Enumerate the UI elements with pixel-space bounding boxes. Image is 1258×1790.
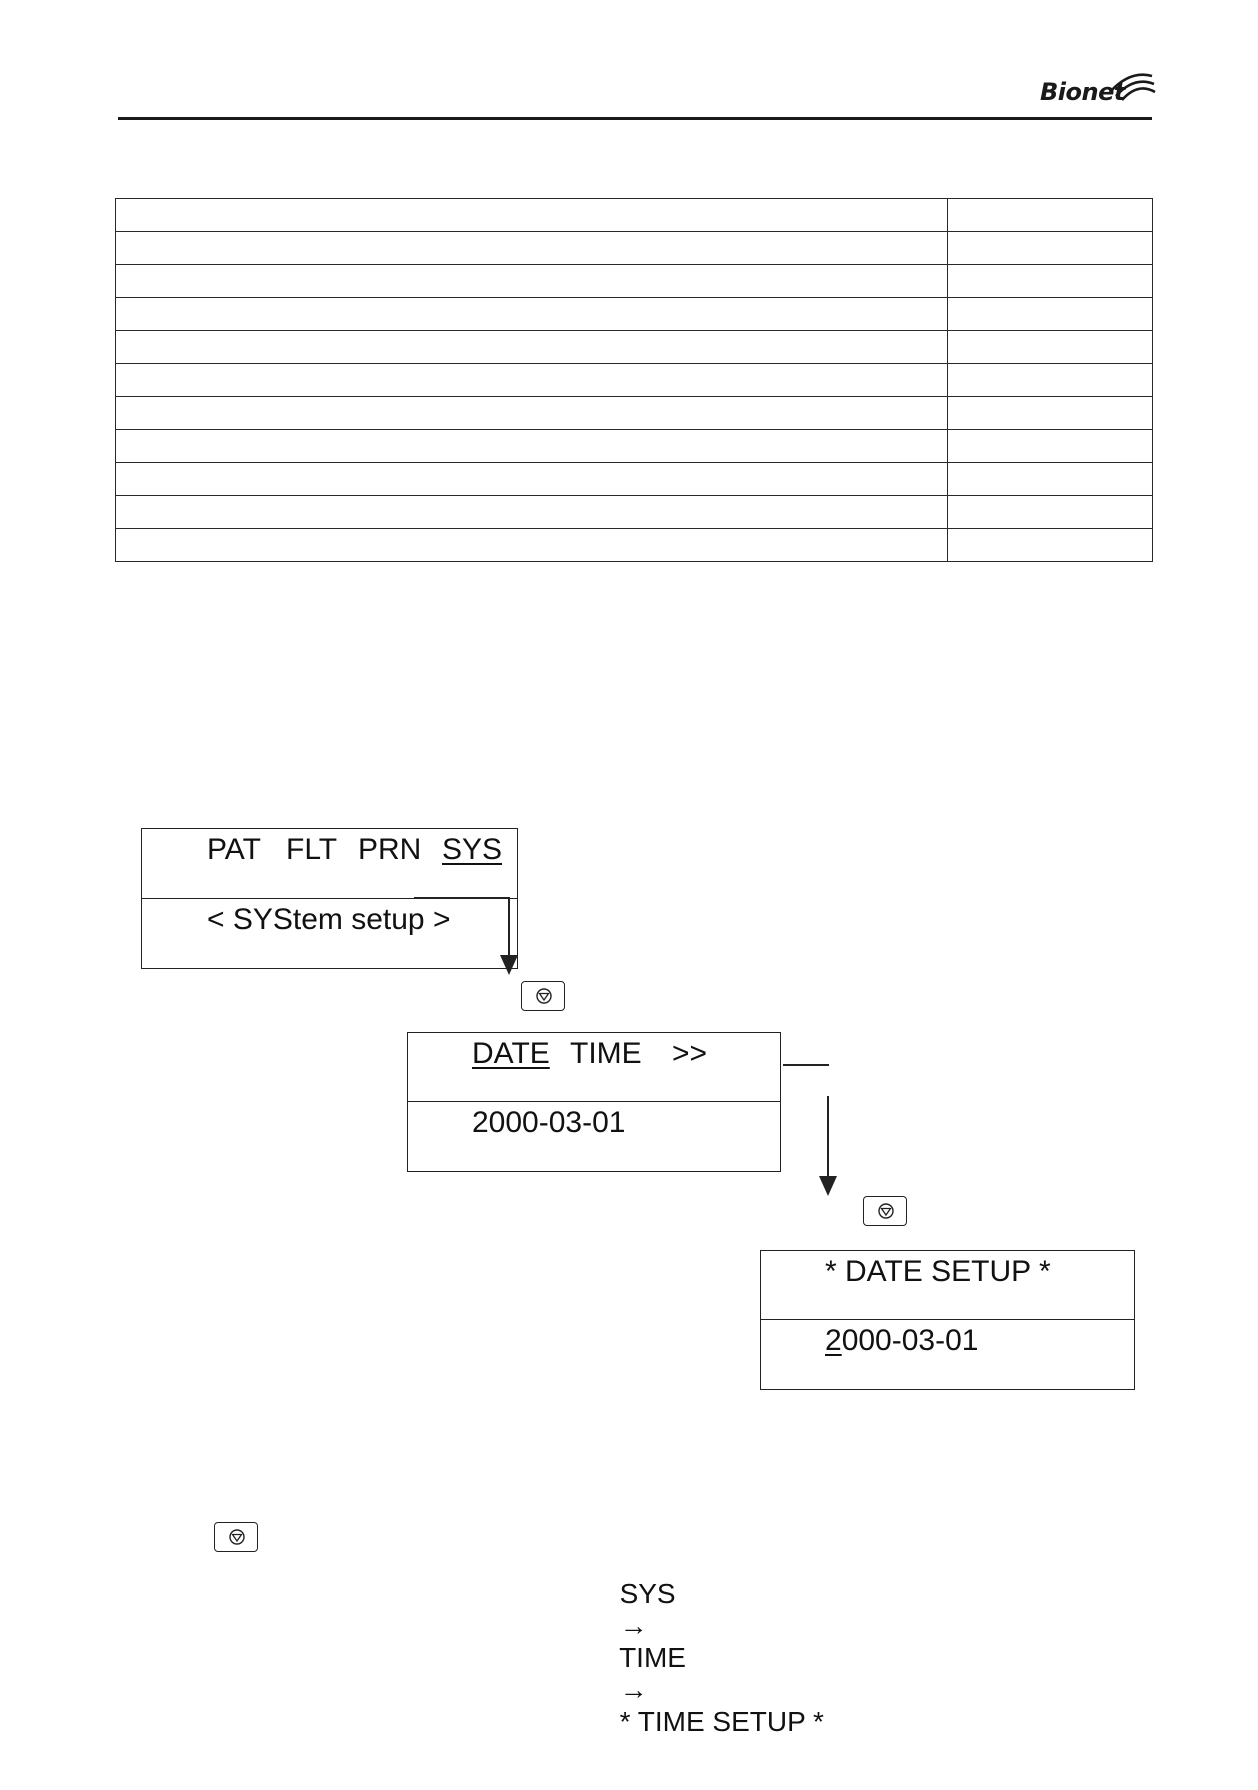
connector-line: [414, 897, 510, 899]
nav-step-sys: SYS: [619, 1578, 676, 1609]
table-cell: [947, 462, 1153, 496]
nav-arrow: →: [619, 1674, 648, 1705]
table-cell: [115, 462, 948, 496]
table-row: [115, 429, 1153, 463]
date-setup-title: * DATE SETUP *: [825, 1255, 1051, 1288]
date-value: 2000-03-01: [472, 1106, 626, 1139]
table-cell: [115, 396, 948, 430]
table-row: [115, 396, 1153, 430]
header-rule: [118, 117, 1152, 120]
tab-pat[interactable]: PAT: [207, 833, 261, 866]
enter-key-icon: [878, 1203, 894, 1219]
nav-arrow: →: [619, 1610, 648, 1641]
enter-key-icon: [536, 988, 552, 1004]
table-cell: [947, 297, 1153, 331]
date-value-field[interactable]: 2000-03-01: [825, 1324, 978, 1358]
menu-item-date[interactable]: DATE: [472, 1037, 550, 1070]
table-cell: [115, 297, 948, 331]
table-cell: [947, 330, 1153, 364]
lcd-sys-menu: DATE TIME >> 2000-03-01: [407, 1032, 781, 1172]
table-cell: [115, 231, 948, 265]
enter-key-button[interactable]: [863, 1196, 907, 1226]
arrow-down-icon: [500, 955, 518, 975]
table-row: [115, 297, 1153, 331]
table-row: [115, 231, 1153, 265]
table-row: [115, 330, 1153, 364]
table-cell: [115, 198, 948, 232]
lcd-menu-row: DATE TIME >>: [408, 1033, 780, 1102]
lcd-subtitle: < SYStem setup >: [207, 902, 451, 936]
swoosh-icon: [1109, 73, 1156, 101]
tab-flt[interactable]: FLT: [286, 833, 338, 866]
table-cell: [947, 198, 1153, 232]
connector-line: [508, 897, 510, 957]
lcd-status-row: < SYStem setup >: [142, 899, 517, 969]
table-cell: [947, 363, 1153, 397]
lcd-value-row: 2000-03-01: [761, 1320, 1134, 1389]
table-row: [115, 462, 1153, 496]
table-cell: [947, 429, 1153, 463]
date-value-rest: 000-03-01: [841, 1324, 979, 1357]
table-cell: [947, 231, 1153, 265]
tab-sys[interactable]: SYS: [442, 833, 503, 866]
bionet-logo: Bionet: [1040, 62, 1158, 112]
lcd-menu-row: PAT FLT PRN SYS: [142, 829, 517, 899]
table-row: [115, 198, 1153, 232]
table-cell: [947, 528, 1153, 562]
table-cell: [947, 495, 1153, 529]
table-row: [115, 528, 1153, 562]
lcd-title-row: * DATE SETUP *: [761, 1251, 1134, 1320]
table-cell: [947, 264, 1153, 298]
lcd-value-row: 2000-03-01: [408, 1102, 780, 1171]
cursor-digit: 2: [825, 1324, 842, 1357]
table-cell: [115, 429, 948, 463]
tab-prn[interactable]: PRN: [358, 833, 422, 866]
table-row: [115, 363, 1153, 397]
enter-key-icon: [229, 1529, 245, 1545]
table-cell: [115, 528, 948, 562]
enter-key-button[interactable]: [214, 1522, 258, 1552]
enter-key-button[interactable]: [521, 981, 565, 1011]
lcd-date-setup: * DATE SETUP * 2000-03-01: [760, 1250, 1135, 1390]
table-row: [115, 495, 1153, 529]
table-cell: [115, 495, 948, 529]
connector-line: [827, 1096, 829, 1176]
table-row: [115, 264, 1153, 298]
more-indicator[interactable]: >>: [672, 1037, 708, 1070]
table-cell: [947, 396, 1153, 430]
table-cell: [115, 330, 948, 364]
table-cell: [115, 363, 948, 397]
nav-step-time-setup: * TIME SETUP *: [619, 1706, 824, 1737]
connector-line: [783, 1064, 829, 1066]
navigation-path: SYS → TIME → * TIME SETUP *: [604, 1546, 824, 1738]
menu-item-time[interactable]: TIME: [570, 1037, 642, 1070]
nav-step-time: TIME: [619, 1642, 686, 1673]
spec-table: [115, 198, 1153, 562]
arrow-down-icon: [819, 1176, 837, 1196]
table-cell: [115, 264, 948, 298]
